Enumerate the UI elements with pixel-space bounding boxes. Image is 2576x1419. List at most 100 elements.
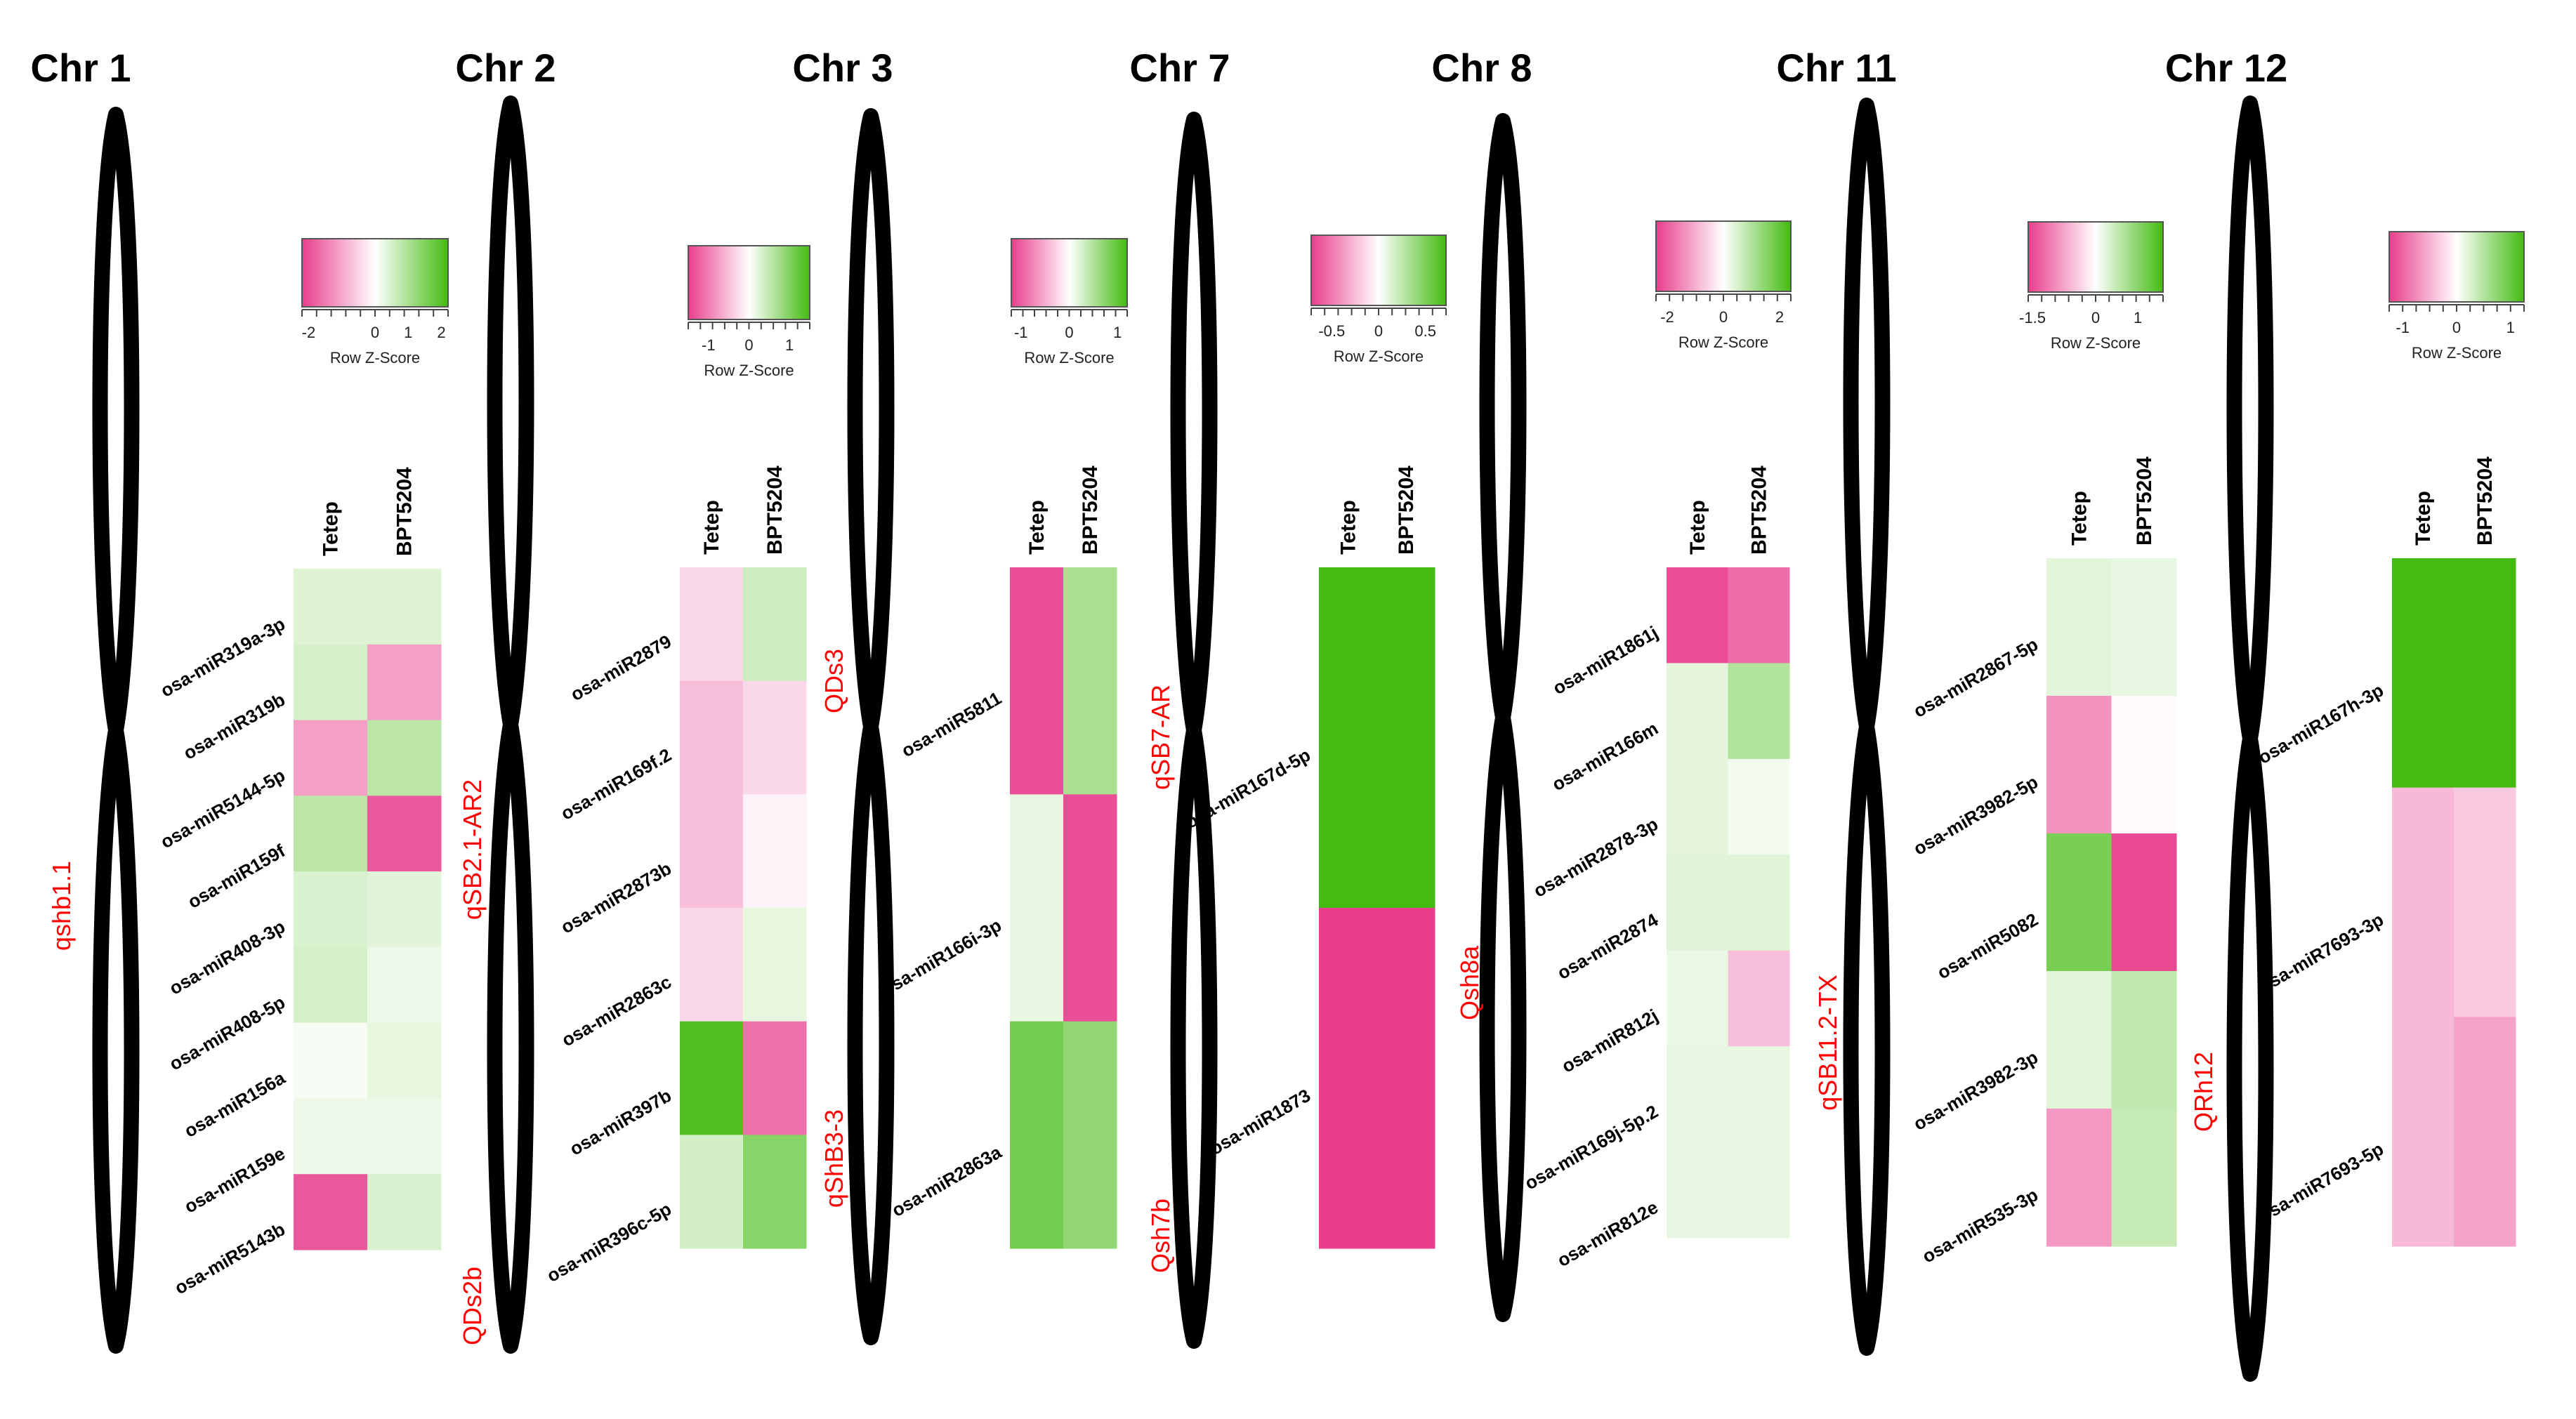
heatmap-cell bbox=[1728, 1142, 1790, 1239]
heatmap-cell bbox=[1728, 663, 1790, 760]
heatmap-cell bbox=[1063, 1021, 1117, 1249]
heatmap-cell bbox=[2111, 833, 2177, 972]
heatmap-cell bbox=[367, 946, 442, 1024]
key-label: Row Z-Score bbox=[1334, 348, 1424, 365]
heatmap-cell bbox=[1667, 663, 1728, 760]
heatmap-cell bbox=[680, 567, 744, 682]
chromosome-title: Chr 8 bbox=[1431, 46, 1532, 90]
key-tick-label: 1 bbox=[404, 324, 412, 341]
chromosome-ideogram bbox=[1843, 98, 1891, 1356]
color-key-bar bbox=[2388, 231, 2525, 303]
column-header: BPT5204 bbox=[2133, 456, 2156, 546]
heatmap-cell bbox=[2046, 1109, 2112, 1247]
heatmap-cell bbox=[294, 871, 368, 948]
heatmap-cell bbox=[1319, 567, 1377, 909]
heatmap-cell bbox=[367, 796, 442, 872]
mirna-label: osa-miR2863a bbox=[888, 1141, 1006, 1221]
mirna-label: osa-miR5811 bbox=[898, 687, 1005, 761]
heatmap-cell bbox=[367, 644, 442, 721]
heatmap-cell bbox=[1728, 950, 1790, 1047]
key-tick-label: 0 bbox=[1374, 322, 1383, 340]
qtl-label: qShB3-3 bbox=[820, 1109, 848, 1208]
key-label: Row Z-Score bbox=[704, 362, 794, 379]
mirna-label: osa-miR397b bbox=[566, 1085, 675, 1160]
key-label: Row Z-Score bbox=[1678, 334, 1768, 351]
mirna-label: osa-miR3982-5p bbox=[1910, 771, 2042, 859]
mirna-label: osa-miR408-3p bbox=[166, 916, 289, 998]
heatmap-cell bbox=[2046, 971, 2112, 1109]
key-tick-label: -0.5 bbox=[1318, 322, 1345, 340]
heatmap-cell bbox=[1728, 854, 1790, 951]
heatmap-cell bbox=[743, 567, 807, 682]
heatmap-cell bbox=[2392, 558, 2455, 788]
mirna-label: osa-miR166m bbox=[1549, 718, 1662, 796]
heatmap-cell bbox=[1063, 567, 1117, 795]
column-header: Tetep bbox=[320, 501, 343, 556]
heatmap-cell bbox=[680, 1021, 744, 1135]
qtl-label: qSB2.1-AR2 bbox=[458, 779, 487, 920]
color-key-bar bbox=[1310, 235, 1447, 306]
key-label: Row Z-Score bbox=[1024, 349, 1114, 367]
key-tick-label: 1 bbox=[2506, 319, 2515, 336]
chromosome-ideogram bbox=[92, 107, 140, 1354]
key-tick-label: -2 bbox=[1660, 308, 1674, 326]
qtl-label: Qsh8a bbox=[1455, 945, 1484, 1020]
heatmap-cell bbox=[743, 794, 807, 909]
heatmap-cell bbox=[2046, 558, 2112, 697]
mirna-label: osa-miR169f.2 bbox=[557, 744, 675, 824]
heatmap-cell bbox=[1728, 567, 1790, 664]
mirna-label: osa-miR2863c bbox=[558, 971, 675, 1050]
heatmap-cell bbox=[1667, 567, 1728, 664]
column-header: Tetep bbox=[2412, 491, 2435, 546]
key-tick-label: -1.5 bbox=[2019, 309, 2046, 326]
mirna-label: osa-miR7693-3p bbox=[2255, 909, 2387, 997]
color-key-bar bbox=[1655, 220, 1792, 292]
chromosome-ideogram bbox=[847, 108, 895, 1345]
heatmap-cell bbox=[2454, 787, 2516, 1017]
key-tick-label: 0.5 bbox=[1414, 322, 1436, 340]
heatmap-cell bbox=[367, 720, 442, 796]
heatmap-cell bbox=[680, 680, 744, 795]
mirna-label: osa-miR5082 bbox=[1933, 909, 2042, 983]
heatmap-cell bbox=[743, 1135, 807, 1249]
mirna-label: osa-miR159e bbox=[180, 1143, 289, 1217]
key-tick-label: -2 bbox=[302, 324, 316, 341]
chromosome-title: Chr 11 bbox=[1776, 46, 1896, 90]
mirna-label: osa-miR5143b bbox=[171, 1218, 289, 1298]
mirna-label: osa-miR812e bbox=[1553, 1196, 1662, 1271]
chromosome-title: Chr 7 bbox=[1129, 46, 1230, 90]
key-tick-label: -1 bbox=[1014, 324, 1028, 341]
mirna-label: osa-miR2874 bbox=[1553, 909, 1662, 983]
key-tick-label: -1 bbox=[2396, 319, 2410, 336]
mirna-label: osa-miR2879 bbox=[567, 631, 675, 705]
heatmap-cell bbox=[294, 644, 368, 721]
heatmap-cell bbox=[1010, 567, 1064, 795]
mirna-label: osa-miR2867-5p bbox=[1910, 633, 2042, 722]
heatmap-cell bbox=[367, 1174, 442, 1250]
mirna-label: osa-miR3982-3p bbox=[1910, 1046, 2042, 1135]
heatmap-cell bbox=[743, 1021, 807, 1135]
heatmap-cell bbox=[1667, 758, 1728, 855]
heatmap-cell bbox=[294, 1174, 368, 1250]
key-tick-label: 0 bbox=[2452, 319, 2461, 336]
mirna-label: osa-miR535-3p bbox=[1919, 1184, 2042, 1267]
mirna-label: osa-miR169j-5p.2 bbox=[1521, 1101, 1662, 1194]
mirna-label: osa-miR1861j bbox=[1549, 621, 1662, 699]
heatmap-cell bbox=[1063, 794, 1117, 1022]
heatmap-cell bbox=[1667, 950, 1728, 1047]
key-tick-label: 2 bbox=[437, 324, 445, 341]
heatmap-cell bbox=[294, 1022, 368, 1099]
key-tick-label: 1 bbox=[785, 336, 794, 354]
chromosome-title: Chr 1 bbox=[30, 46, 131, 90]
key-tick-label: 0 bbox=[1065, 324, 1073, 341]
column-header: Tetep bbox=[1686, 500, 1709, 555]
qtl-label: QRh12 bbox=[2189, 1052, 2218, 1132]
column-header: Tetep bbox=[700, 500, 723, 555]
column-header: BPT5204 bbox=[1395, 466, 1418, 555]
heatmap-cell bbox=[294, 1098, 368, 1175]
heatmap-cell bbox=[1319, 908, 1377, 1249]
mirna-label: osa-miR319a-3p bbox=[157, 613, 289, 701]
chromosome-ideogram bbox=[2226, 95, 2274, 1382]
